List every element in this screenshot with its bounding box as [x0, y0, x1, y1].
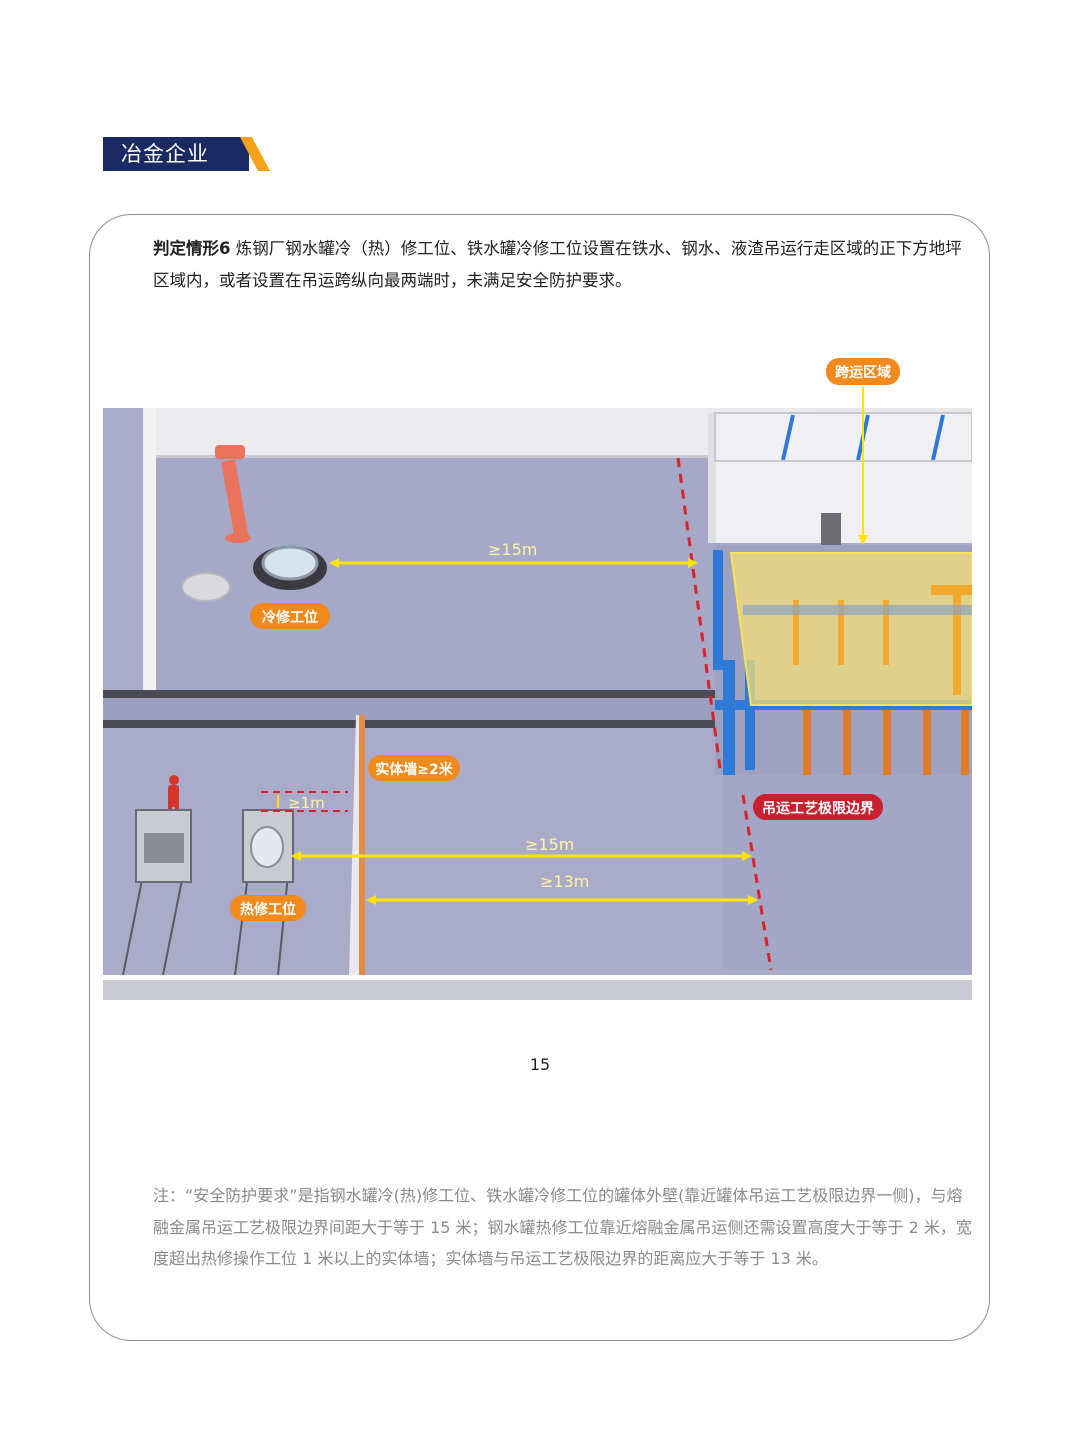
- floor-trench: [103, 720, 723, 728]
- wall-distance-label: ≥13m: [540, 872, 589, 891]
- floor-trench: [103, 690, 723, 698]
- crane-beams: [793, 585, 972, 695]
- hot-repair-tag: [230, 895, 306, 921]
- cold-repair-ladle: [253, 545, 327, 590]
- wall-extension-label: ≥1m: [288, 794, 325, 812]
- crane-limit-tag: [753, 794, 883, 820]
- page-number: 15: [529, 1055, 551, 1074]
- span-area-tag: [826, 358, 900, 385]
- section-title: 冶金企业: [103, 137, 249, 171]
- note-text: 注：“安全防护要求”是指钢水罐冷(热)修工位、铁水罐冷修工位的罐体外壁(靠近罐体…: [153, 1186, 972, 1268]
- crane-limit-label: 吊运工艺极限边界: [762, 800, 875, 817]
- criterion-lead: 判定情形6: [153, 239, 231, 258]
- crane-span-zone: [729, 552, 972, 706]
- round-cover: [181, 572, 231, 602]
- empty-ladle-cart: [135, 809, 192, 883]
- hot-repair-cart: [242, 809, 294, 883]
- section-tag-accent: [240, 137, 270, 171]
- rail-tracks: [122, 874, 289, 976]
- hot-repair-label: 热修工位: [240, 901, 296, 918]
- crane-limit-boundary-upper: [676, 457, 723, 776]
- crane-limit-boundary-lower: [741, 794, 773, 971]
- span-area-label: 跨运区域: [835, 364, 891, 381]
- floor-edge: [103, 980, 972, 1000]
- cold-repair-tag: [250, 603, 330, 629]
- left-wall-top: [143, 408, 156, 695]
- hot-distance-label: ≥15m: [525, 835, 574, 854]
- cold-distance-label: ≥15m: [488, 540, 537, 559]
- solid-wall-label: 实体墙≥2米: [375, 761, 453, 778]
- manipulator-arm: [215, 445, 251, 543]
- steel-columns-orange: [803, 710, 969, 775]
- criterion-body: 炼钢厂钢水罐冷（热）修工位、铁水罐冷修工位设置在铁水、钢水、液渣吊运行走区域的正…: [153, 239, 962, 290]
- solid-wall-tag: [368, 755, 460, 781]
- cold-repair-label: 冷修工位: [262, 609, 318, 626]
- criterion-text: 判定情形6 炼钢厂钢水罐冷（热）修工位、铁水罐冷修工位设置在铁水、钢水、液渣吊运…: [153, 233, 973, 297]
- plant-layout-illustration: ≥15m ≥1m ≥15m ≥13m 跨运区域: [103, 358, 972, 1000]
